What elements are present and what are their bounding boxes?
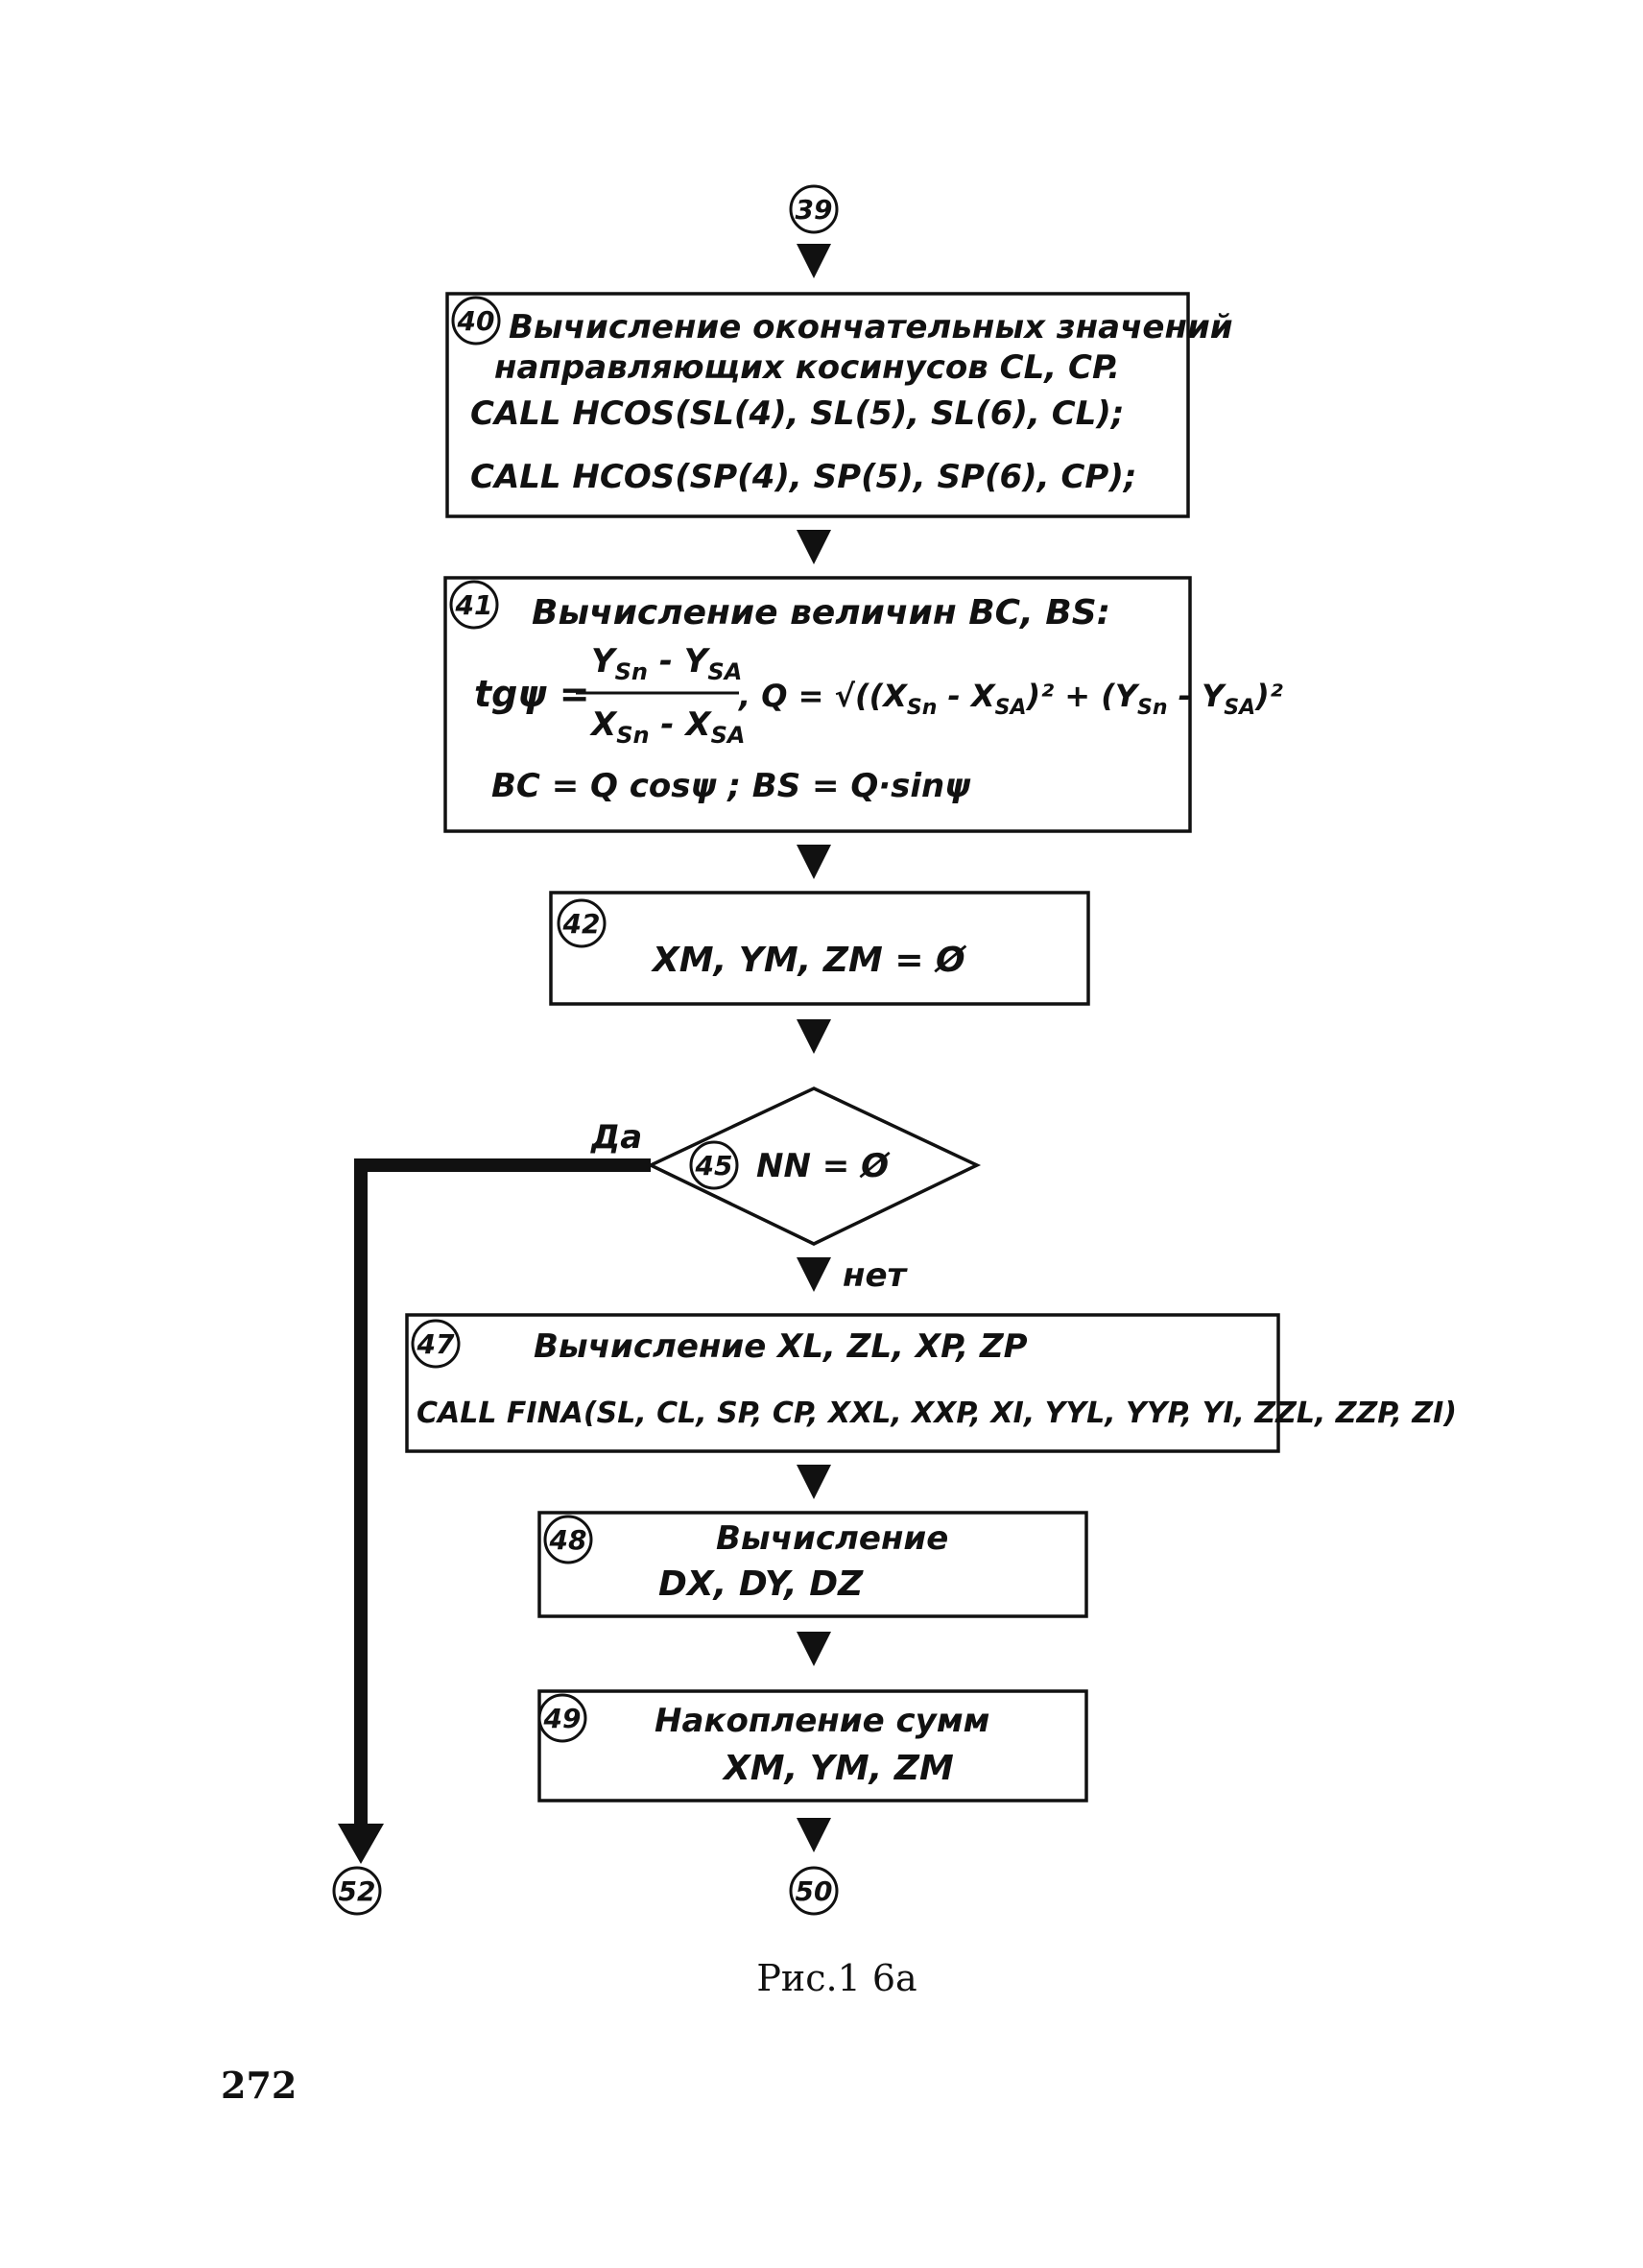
frac-den-sub-1: Sn	[616, 722, 649, 749]
connector-50-label: 50	[796, 1875, 833, 1907]
arrow-47-to-48	[797, 1465, 831, 1499]
q-sub-3: Sn	[1137, 696, 1168, 720]
frac-den-mid: - X	[650, 705, 713, 744]
block-48-line-1: Вычисление	[716, 1519, 948, 1558]
q-mid-2: )² + (Y	[1025, 678, 1139, 714]
arrow-42-to-45	[797, 1019, 831, 1054]
arrow-49-to-50	[797, 1818, 831, 1852]
arrow-39-to-40	[797, 244, 831, 278]
block-40-line-1: Вычисление окончательных значений	[509, 308, 1233, 346]
block-40-line-2: направляющих косинусов CL, CP.	[494, 348, 1120, 387]
block-49-line-2: XM, YM, ZM	[722, 1749, 954, 1788]
decision-45-no-label: нет	[843, 1256, 909, 1295]
block-47-line-1: Вычисление XL, ZL, XP, ZP	[534, 1327, 1028, 1366]
frac-num-y: Y	[591, 642, 618, 680]
block-41-line-1: Вычисление величин BC, BS:	[532, 593, 1110, 633]
arrow-48-to-49	[797, 1632, 831, 1666]
connector-39-label: 39	[796, 194, 833, 226]
figure-caption: Рис.1 6а	[756, 1957, 917, 1999]
block-40: 40 Вычисление окончательных значений нап…	[445, 292, 1233, 518]
decision-45: 45 NN = Ø Да нет	[590, 1086, 982, 1295]
block-42: 42 XM, YM, ZM = Ø	[549, 891, 1090, 1006]
block-49: 49 Накопление сумм XM, YM, ZM	[537, 1689, 1088, 1802]
yes-branch-line	[354, 1158, 651, 1829]
block-47-frame	[405, 1313, 1280, 1453]
q-end: )²	[1254, 678, 1283, 714]
arrow-41-to-42	[797, 845, 831, 879]
block-41-line-3: BC = Q cosψ ; BS = Q·sinψ	[491, 767, 971, 805]
block-40-line-3: CALL HCOS(SL(4), SL(5), SL(6), CL);	[470, 394, 1124, 433]
block-42-number: 42	[562, 908, 601, 940]
arrow-40-to-41	[797, 530, 831, 564]
block-47: 47 Вычисление XL, ZL, XP, ZP CALL FINA(S…	[405, 1313, 1457, 1453]
block-41-frac-denominator: XSn - XSA	[589, 705, 745, 749]
decision-45-yes-label: Да	[590, 1118, 642, 1157]
block-49-line-1: Накопление сумм	[655, 1702, 989, 1740]
block-42-frame	[549, 891, 1090, 1006]
block-49-number: 49	[543, 1703, 582, 1734]
connector-52: 52	[332, 1866, 382, 1916]
frac-num-sub-1: Sn	[615, 658, 648, 685]
block-40-line-4: CALL HCOS(SP(4), SP(5), SP(6), CP);	[470, 458, 1136, 496]
decision-45-number: 45	[695, 1150, 733, 1182]
block-48-frame	[537, 1511, 1088, 1618]
frac-den-sub-2: SA	[711, 722, 746, 749]
block-41-tg-lhs: tgψ =	[474, 673, 590, 715]
block-40-number: 40	[457, 305, 495, 337]
block-48-line-2: DX, DY, DZ	[658, 1564, 864, 1604]
block-41-q-formula: , Q = √((XSn - XSA)² + (YSn - YSA)²	[737, 678, 1283, 720]
q-mid-3: - Y	[1168, 678, 1227, 714]
block-41-frame	[443, 576, 1192, 833]
block-41-frac-numerator: YSn - YSA	[591, 642, 742, 685]
connector-52-label: 52	[339, 1875, 376, 1907]
block-48-number: 48	[549, 1524, 587, 1556]
block-41: 41 Вычисление величин BC, BS: tgψ = YSn …	[443, 576, 1283, 833]
decision-45-condition: NN = Ø	[756, 1147, 891, 1185]
frac-den-x: X	[589, 705, 618, 744]
arrow-to-52	[338, 1824, 384, 1864]
block-41-number: 41	[455, 589, 493, 621]
block-40-frame	[445, 292, 1190, 518]
connector-50: 50	[789, 1866, 839, 1916]
block-42-line-1: XM, YM, ZM = Ø	[651, 941, 967, 980]
connector-39: 39	[789, 184, 839, 234]
block-47-line-2: CALL FINA(SL, CL, SP, CP, XXL, XXP, XI, …	[417, 1397, 1457, 1430]
block-48: 48 Вычисление DX, DY, DZ	[537, 1511, 1088, 1618]
q-start: , Q = √((X	[737, 678, 908, 714]
decision-45-diamond	[646, 1086, 982, 1246]
arrow-45-to-47	[797, 1257, 831, 1292]
block-47-number: 47	[417, 1328, 455, 1360]
page-number: 272	[221, 2064, 297, 2107]
frac-num-sub-2: SA	[707, 658, 742, 685]
q-sub-4: SA	[1224, 696, 1255, 720]
q-mid-1: - X	[937, 678, 996, 714]
frac-num-mid: - Y	[648, 642, 711, 680]
q-sub-1: Sn	[907, 696, 938, 720]
q-sub-2: SA	[995, 696, 1027, 720]
block-49-frame	[537, 1689, 1088, 1802]
